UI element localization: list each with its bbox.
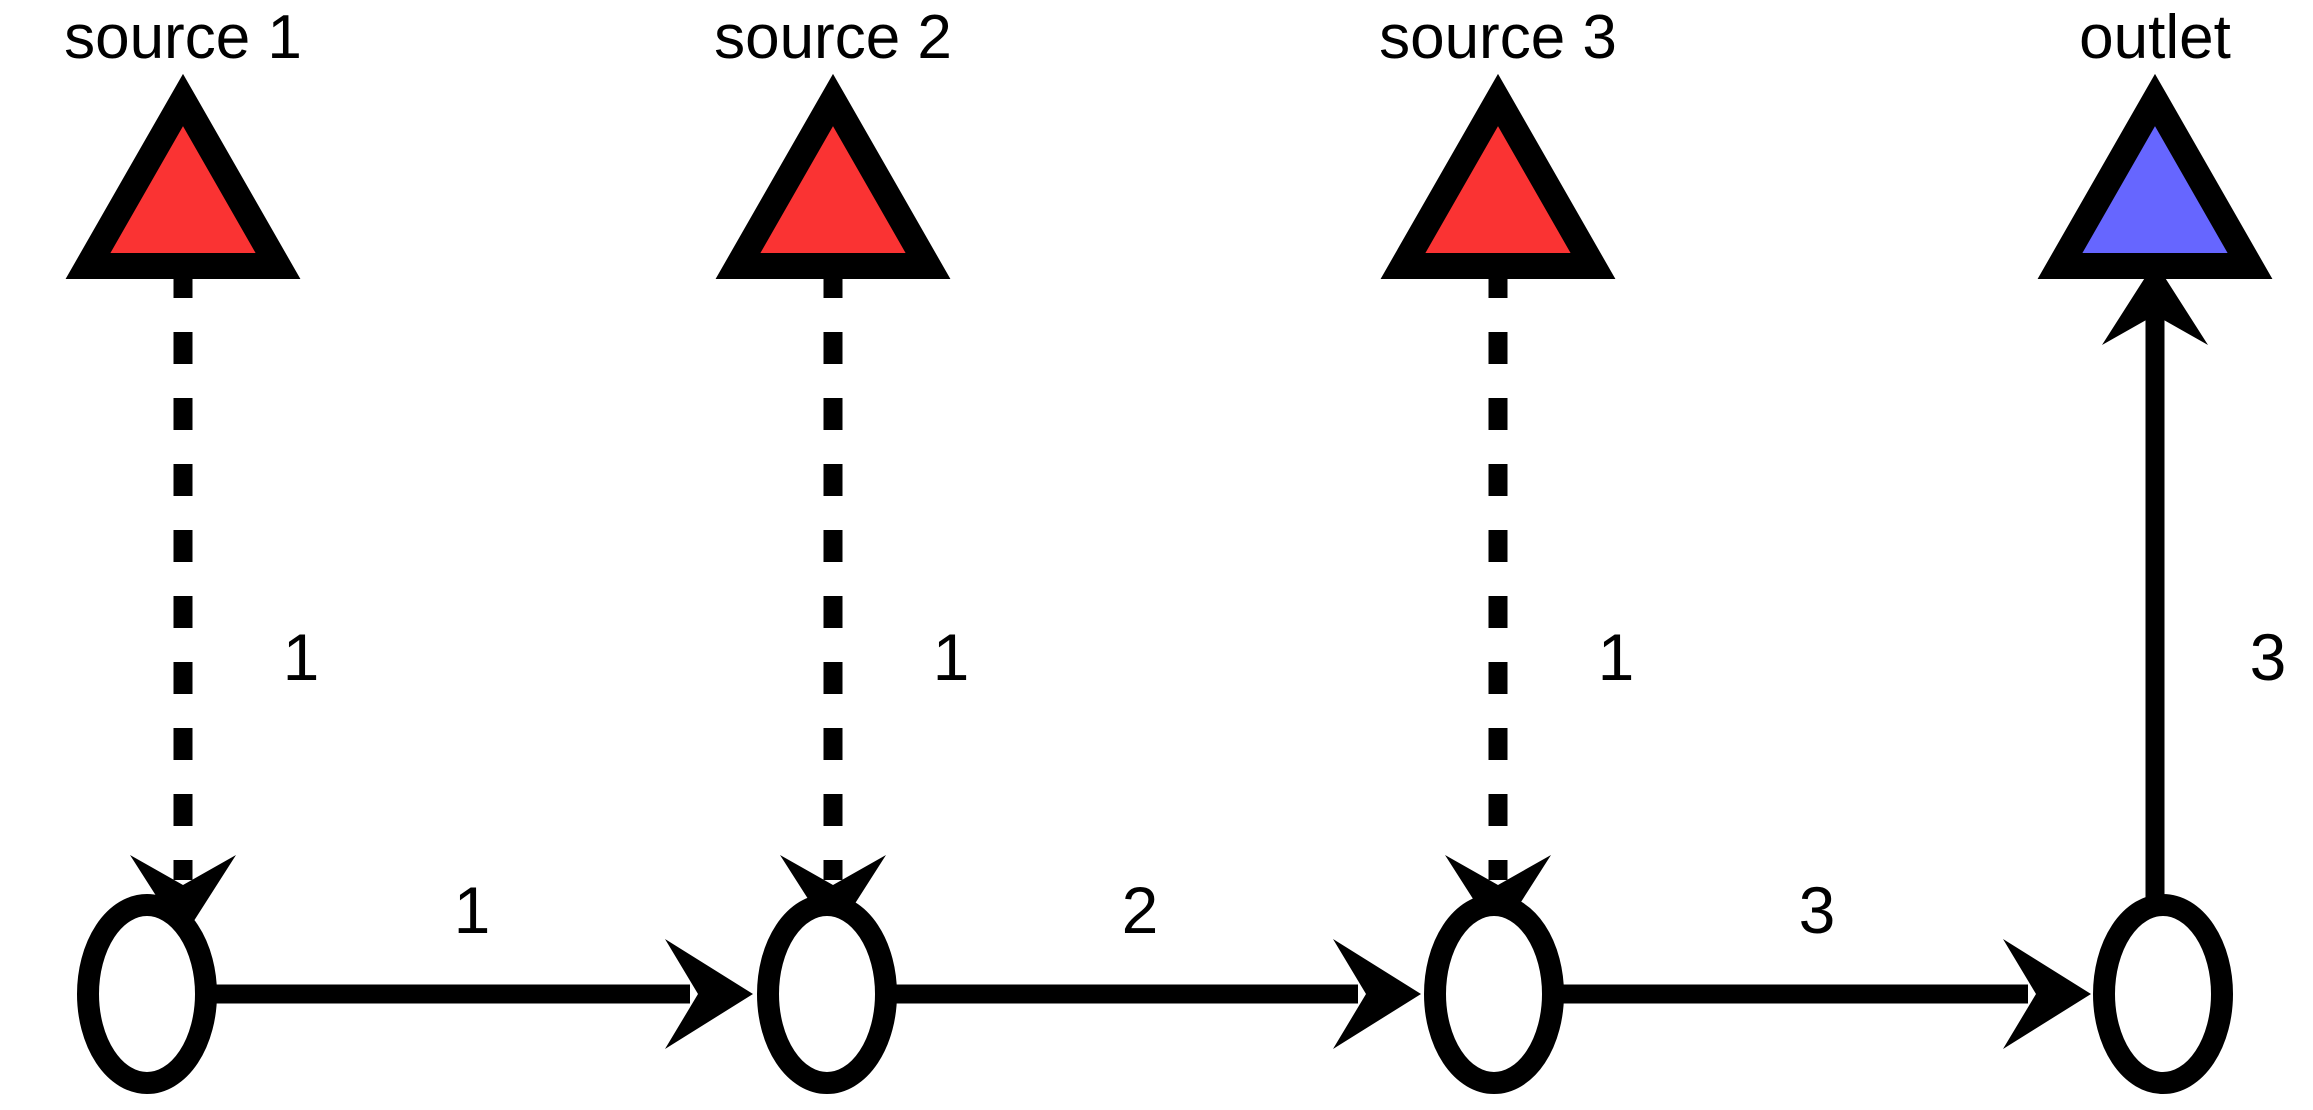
edge-junction1-junction2-label: 1 xyxy=(454,873,491,947)
edge-source3-junction3-label: 1 xyxy=(1598,620,1635,694)
source-2-label: source 2 xyxy=(714,3,952,72)
edge-junction2-junction3-label: 2 xyxy=(1122,873,1159,947)
edge-junction1-junction2[interactable] xyxy=(205,939,753,1049)
source-2-triangle[interactable] xyxy=(715,73,951,279)
node-source-3[interactable] xyxy=(1380,73,1616,279)
node-junction-4[interactable] xyxy=(2093,894,2233,1094)
edge-junction3-junction4[interactable] xyxy=(1552,939,2091,1049)
node-junction-3[interactable] xyxy=(1424,894,1564,1094)
edge-source1-junction1-label: 1 xyxy=(283,620,320,694)
edge-junction4-outlet-label: 3 xyxy=(2250,620,2287,694)
edge-junction3-junction4-label: 3 xyxy=(1799,873,1836,947)
edge-junction4-outlet-arrowhead xyxy=(2102,262,2208,345)
edge-junction3-junction4-arrowhead xyxy=(2003,939,2091,1049)
node-source-2[interactable] xyxy=(715,73,951,279)
edge-junction2-junction3-arrowhead xyxy=(1333,939,1421,1049)
source-1-label: source 1 xyxy=(64,3,302,72)
edge-source3-junction3[interactable] xyxy=(1445,266,1551,938)
node-outlet[interactable] xyxy=(2037,73,2273,279)
edge-source2-junction2[interactable] xyxy=(780,266,886,938)
node-junction-2[interactable] xyxy=(757,894,897,1094)
source-1-triangle[interactable] xyxy=(65,73,301,279)
edge-junction4-outlet[interactable] xyxy=(2102,262,2208,930)
source-3-label: source 3 xyxy=(1379,3,1617,72)
outlet-label: outlet xyxy=(2079,3,2231,72)
outlet-triangle[interactable] xyxy=(2037,73,2273,279)
edge-source1-junction1-arrowhead xyxy=(130,855,236,938)
edge-source1-junction1[interactable] xyxy=(130,266,236,938)
node-source-1[interactable] xyxy=(65,73,301,279)
edge-junction1-junction2-arrowhead xyxy=(665,939,753,1049)
node-junction-1[interactable] xyxy=(77,894,217,1094)
edge-source2-junction2-label: 1 xyxy=(933,620,970,694)
source-3-triangle[interactable] xyxy=(1380,73,1616,279)
edge-junction2-junction3[interactable] xyxy=(885,939,1421,1049)
